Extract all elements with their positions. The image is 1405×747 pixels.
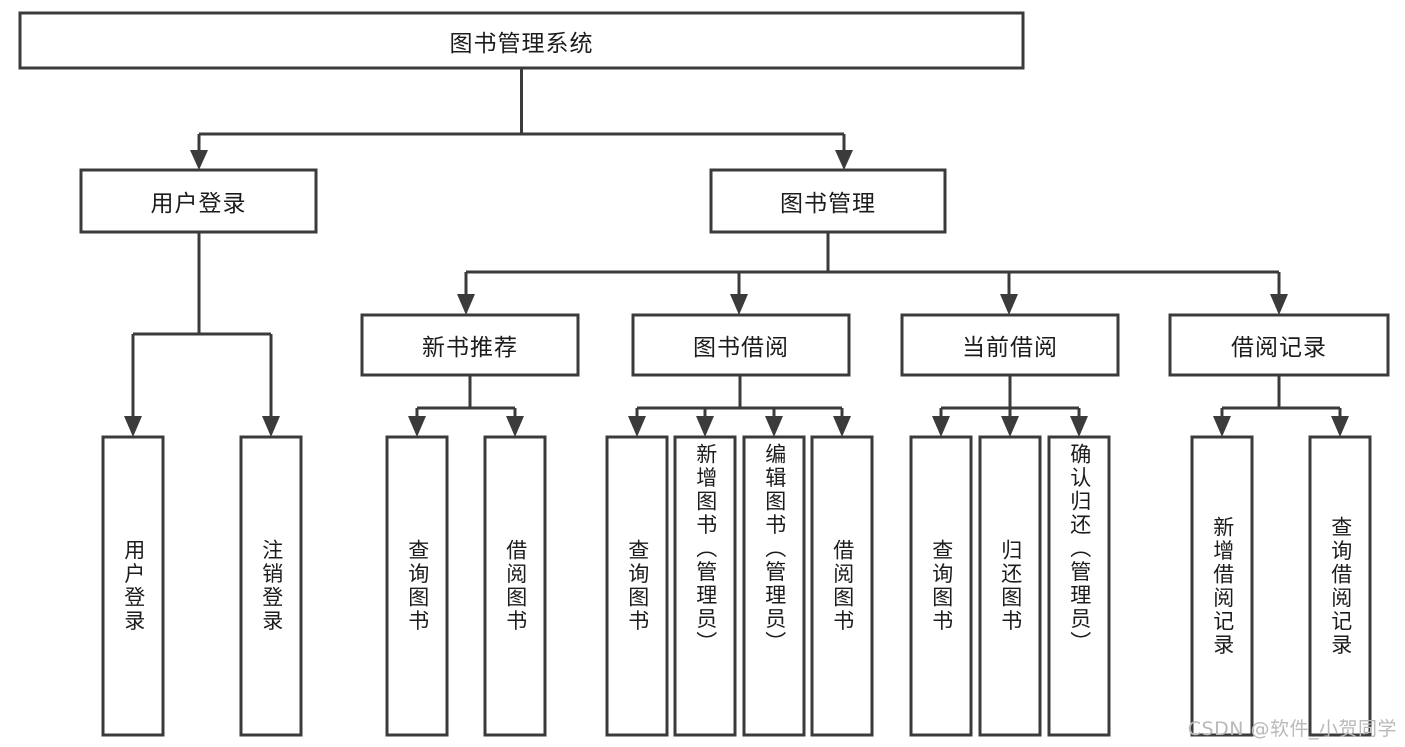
arrowhead-leaf-borrow-book-b bbox=[833, 416, 851, 437]
arrowhead-book-borrow bbox=[730, 294, 748, 315]
arrowhead-leaf-query-record bbox=[1331, 416, 1349, 437]
arrowhead-new-book-rec bbox=[457, 294, 475, 315]
node-leaf-query-record[interactable] bbox=[1308, 435, 1372, 737]
connector-group-current-borrow bbox=[932, 375, 1088, 437]
arrowhead-leaf-borrow-book-a bbox=[506, 416, 524, 437]
connector-group-book-borrow bbox=[628, 375, 851, 437]
arrowhead-leaf-edit-book bbox=[765, 416, 783, 437]
node-user-login[interactable] bbox=[79, 168, 318, 234]
node-leaf-confirm-return[interactable] bbox=[1047, 435, 1111, 737]
arrowhead-user-login bbox=[190, 150, 208, 170]
node-leaf-add-book[interactable] bbox=[673, 435, 737, 737]
arrowhead-leaf-confirm-return bbox=[1070, 416, 1088, 437]
node-book-manage[interactable] bbox=[709, 168, 947, 234]
node-current-borrow[interactable] bbox=[900, 313, 1120, 377]
node-root[interactable] bbox=[18, 11, 1025, 70]
connector-group-new-book-rec bbox=[408, 375, 524, 437]
arrowhead-leaf-query-book-c bbox=[932, 416, 950, 437]
connector-group-book-manage bbox=[457, 232, 1288, 315]
node-leaf-logout[interactable] bbox=[239, 435, 303, 737]
node-new-book-rec[interactable] bbox=[360, 313, 580, 377]
node-leaf-add-record[interactable] bbox=[1190, 435, 1254, 737]
node-leaf-query-book-b[interactable] bbox=[605, 435, 669, 737]
arrowhead-leaf-query-book-b bbox=[628, 416, 646, 437]
arrowhead-leaf-add-record bbox=[1213, 416, 1231, 437]
connector-group-borrow-record bbox=[1213, 375, 1349, 437]
arrowhead-borrow-record bbox=[1270, 294, 1288, 315]
arrowhead-current-borrow bbox=[1000, 294, 1018, 315]
node-borrow-record[interactable] bbox=[1168, 313, 1390, 377]
node-leaf-edit-book[interactable] bbox=[742, 435, 806, 737]
node-book-borrow[interactable] bbox=[631, 313, 851, 377]
node-leaf-borrow-book-b[interactable] bbox=[810, 435, 874, 737]
arrowhead-leaf-logout bbox=[262, 416, 280, 437]
arrowhead-leaf-user-login bbox=[124, 416, 142, 437]
node-leaf-borrow-book-a[interactable] bbox=[483, 435, 547, 737]
node-leaf-query-book-c[interactable] bbox=[909, 435, 973, 737]
connector-group-user-login bbox=[124, 232, 280, 437]
arrowhead-book-manage bbox=[835, 150, 853, 170]
node-leaf-query-book-a[interactable] bbox=[385, 435, 449, 737]
arrowhead-leaf-return-book bbox=[1001, 416, 1019, 437]
arrowhead-leaf-query-book-a bbox=[408, 416, 426, 437]
node-leaf-user-login[interactable] bbox=[101, 435, 165, 737]
arrowhead-leaf-add-book bbox=[696, 416, 714, 437]
node-leaf-return-book[interactable] bbox=[978, 435, 1042, 737]
connector-group-root bbox=[190, 69, 853, 170]
